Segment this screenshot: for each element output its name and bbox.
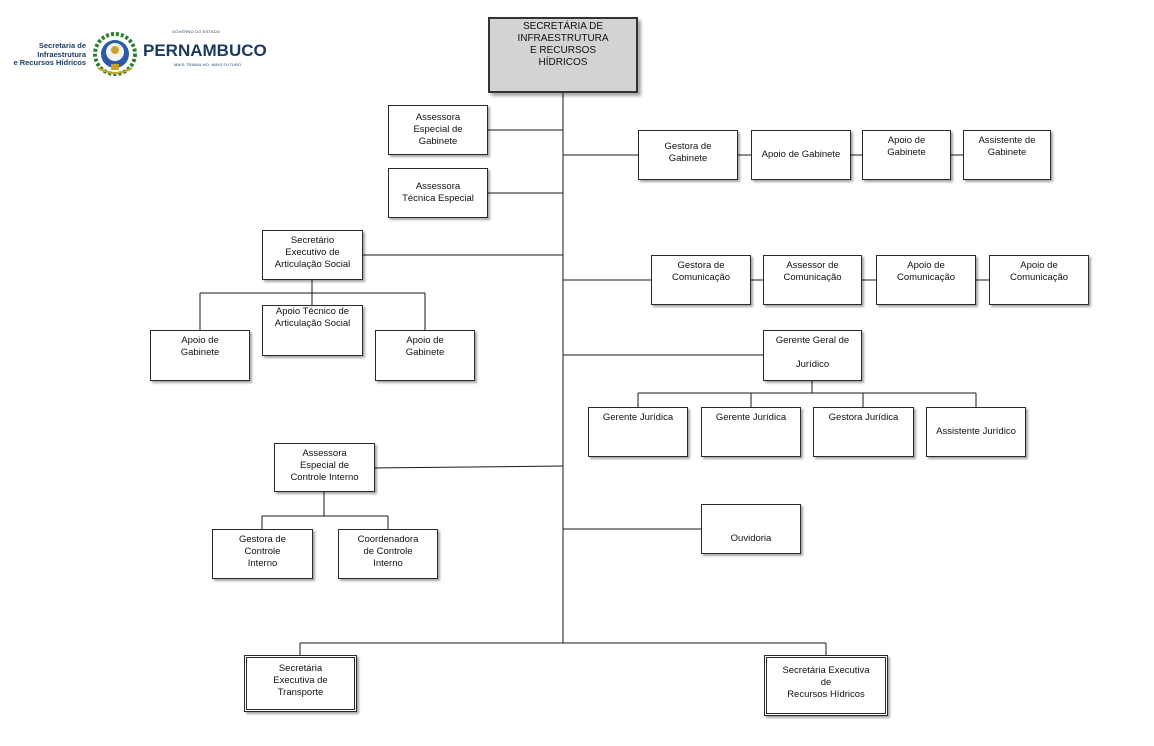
org-box-apoio-comunicacao-2: Apoio de Comunicação xyxy=(989,255,1089,305)
brand-name: PERNAMBUCO xyxy=(143,41,267,60)
org-box-apoio-gabinete-1: Apoio de Gabinete xyxy=(751,130,851,180)
org-box-gestora-gabinete: Gestora de Gabinete xyxy=(638,130,738,180)
org-box-gestora-controle-interno: Gestora de Controle Interno xyxy=(212,529,313,579)
gov-small-text: GOVERNO DO ESTADO xyxy=(172,29,221,34)
org-box-assistente-juridico: Assistente Jurídico xyxy=(926,407,1026,457)
org-box-gestora-juridica: Gestora Jurídica xyxy=(813,407,914,457)
org-box-assessora-controle-interno: Assessora Especial de Controle Interno xyxy=(274,443,375,492)
secretariat-label: Secretaria de Infraestrutura e Recursos … xyxy=(13,41,86,67)
logo-header: Secretaria de Infraestrutura e Recursos … xyxy=(6,28,267,82)
org-box-assessora-especial-gabinete: Assessora Especial de Gabinete xyxy=(388,105,488,155)
org-box-gestora-comunicacao: Gestora de Comunicação xyxy=(651,255,751,305)
slogan: MAIS TRABALHO, MAIS FUTURO xyxy=(174,62,242,67)
org-box-gerente-geral-juridico: Gerente Geral de Jurídico xyxy=(763,330,862,381)
org-box-gerente-juridica-2: Gerente Jurídica xyxy=(701,407,801,457)
org-box-secretaria-recursos-hidricos: Secretária Executiva de Recursos Hídrico… xyxy=(764,655,888,716)
pernambuco-seal-icon xyxy=(93,32,137,76)
org-box-apoio-comunicacao-1: Apoio de Comunicação xyxy=(876,255,976,305)
org-box-ouvidoria: Ouvidoria xyxy=(701,504,801,554)
org-box-apoio-gabinete-2: Apoio de Gabinete xyxy=(862,130,951,180)
org-box-assessor-comunicacao: Assessor de Comunicação xyxy=(763,255,862,305)
org-box-coordenadora-controle-interno: Coordenadora de Controle Interno xyxy=(338,529,438,579)
org-box-secretaria-top: SECRETÁRIA DE INFRAESTRUTURA E RECURSOS … xyxy=(488,17,638,93)
org-box-apoio-tecnico-articulacao: Apoio Técnico de Articulação Social xyxy=(262,305,363,356)
org-box-assistente-gabinete: Assistente de Gabinete xyxy=(963,130,1051,180)
org-box-apoio-gabinete-right: Apoio de Gabinete xyxy=(375,330,475,381)
org-box-secretario-articulacao: Secretário Executivo de Articulação Soci… xyxy=(262,230,363,280)
org-box-apoio-gabinete-left: Apoio de Gabinete xyxy=(150,330,250,381)
org-box-secretaria-transporte: Secretária Executiva de Transporte xyxy=(244,655,357,712)
org-box-assessora-tecnica-especial: Assessora Técnica Especial xyxy=(388,168,488,218)
org-box-gerente-juridica-1: Gerente Jurídica xyxy=(588,407,688,457)
